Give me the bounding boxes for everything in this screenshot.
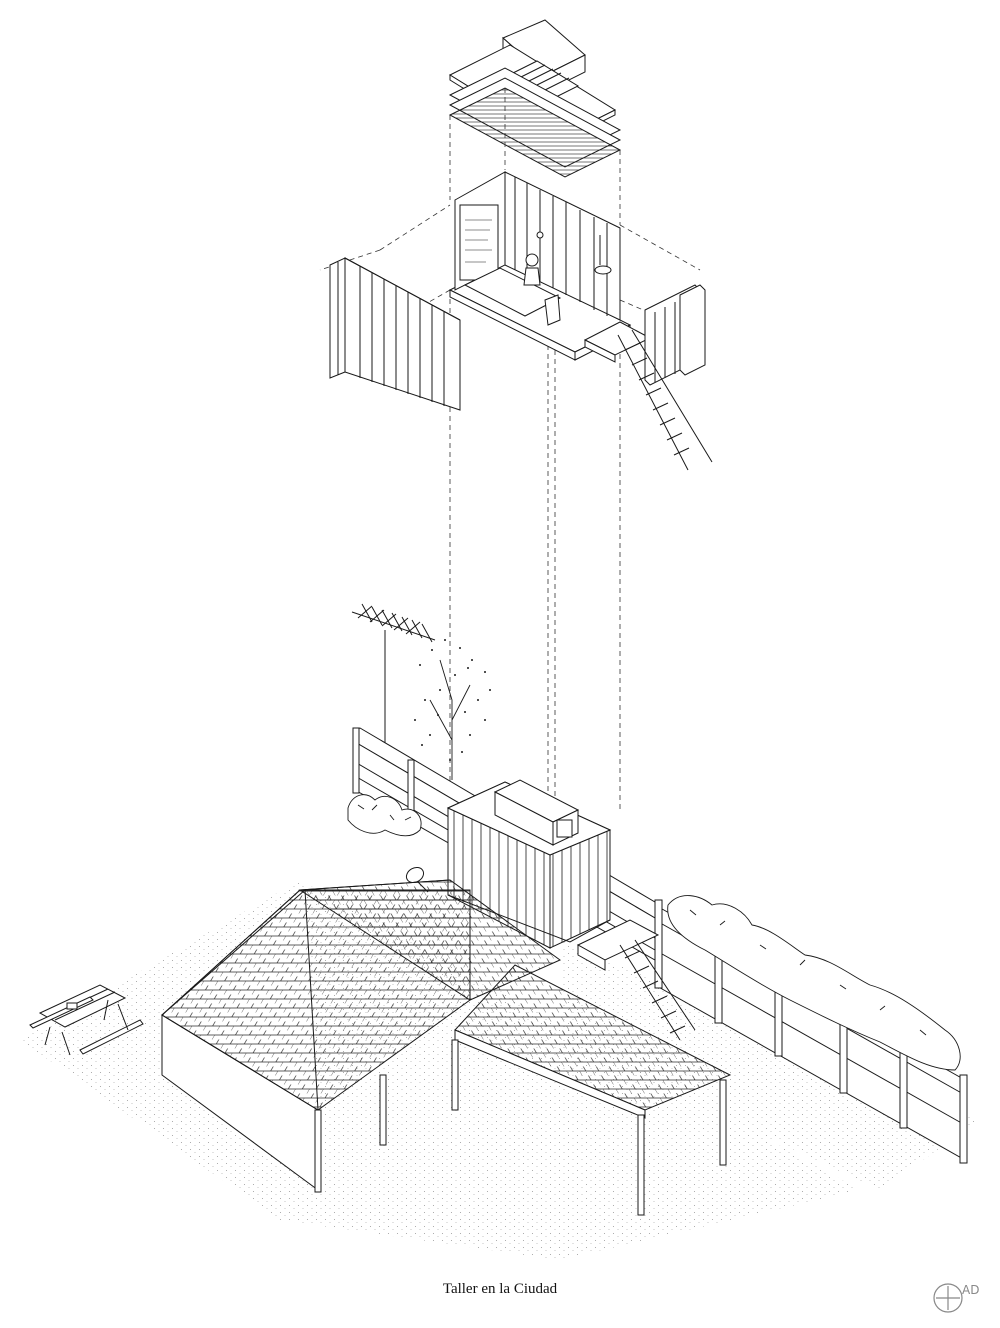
installed-cabin <box>448 780 695 1040</box>
tree <box>414 639 491 780</box>
interior-module <box>450 172 650 362</box>
house <box>162 880 730 1215</box>
svg-text:AD: AD <box>962 1283 979 1297</box>
roof-module <box>450 20 620 177</box>
hedge-right <box>668 896 961 1070</box>
hedge-left <box>348 795 421 836</box>
tv-antenna <box>352 604 435 745</box>
picnic-table <box>30 985 143 1055</box>
watermark-logo: AD <box>933 1283 979 1313</box>
right-wall-and-stair <box>618 285 712 470</box>
slat-screen <box>330 258 460 410</box>
drawing-caption: Taller en la Ciudad <box>442 1281 558 1297</box>
